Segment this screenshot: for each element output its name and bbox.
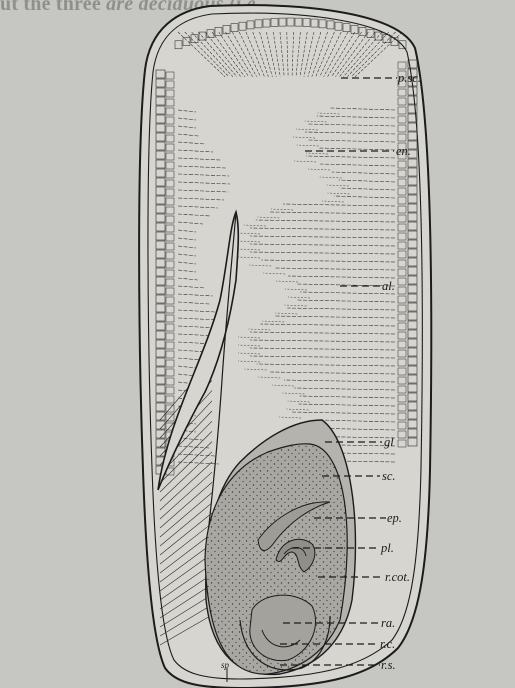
label-scutellum: sc. bbox=[382, 469, 396, 483]
label-root-cotyledon: r.cot. bbox=[385, 570, 410, 584]
label-root-cap: r.c. bbox=[380, 637, 395, 651]
label-epiblast: ep. bbox=[387, 511, 402, 525]
label-radicle: ra. bbox=[381, 616, 395, 630]
label-aleurone: al. bbox=[382, 279, 395, 293]
label-plumule: pl. bbox=[381, 541, 394, 555]
label-root-sheath: r.s. bbox=[381, 658, 396, 672]
sp-mark: sp bbox=[221, 660, 230, 670]
label-gland-layer: gl bbox=[384, 435, 394, 449]
label-endosperm: en. bbox=[396, 144, 411, 158]
label-pericarp-seed-coat: p.sc. bbox=[398, 71, 421, 85]
page-bottom-text bbox=[0, 675, 515, 688]
